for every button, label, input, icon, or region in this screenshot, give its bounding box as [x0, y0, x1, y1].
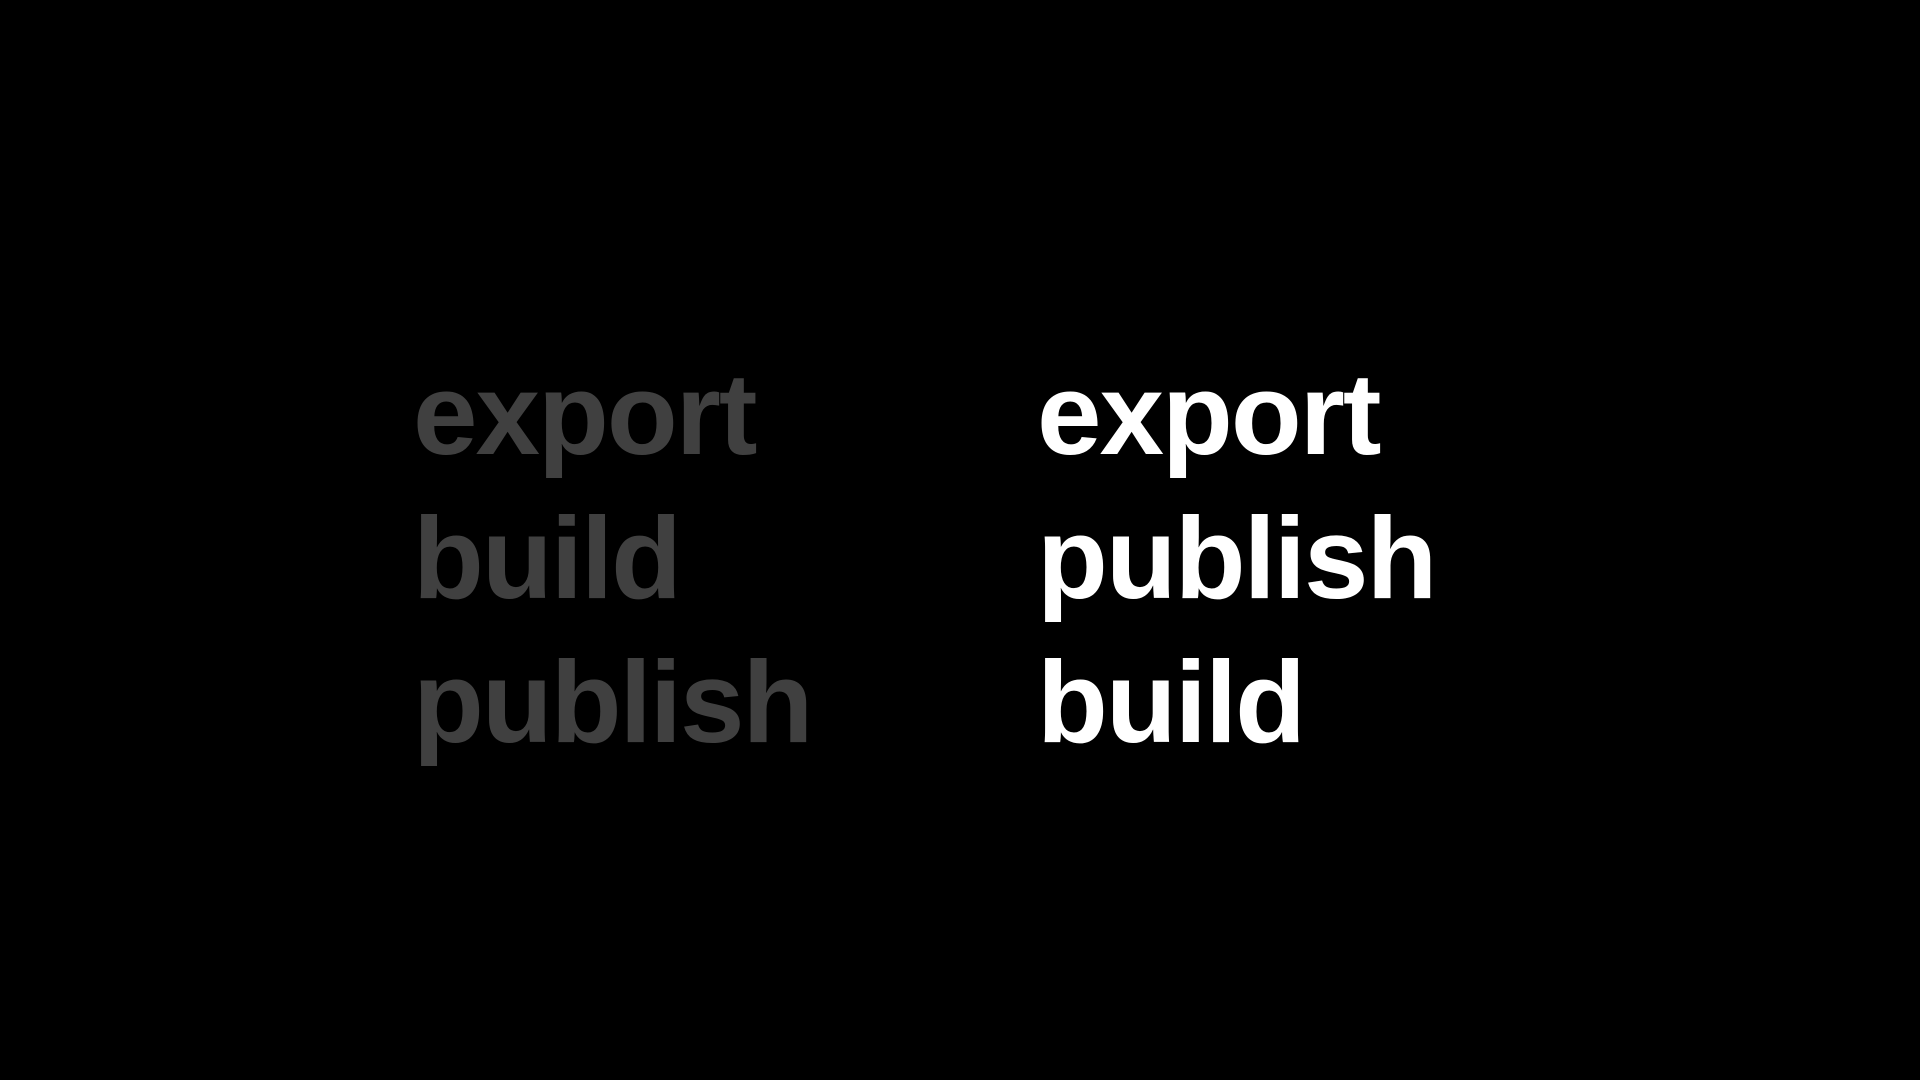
original-order-list: export build publish: [413, 342, 813, 774]
original-order-item: publish: [413, 637, 813, 767]
reordered-item: export: [1037, 349, 1382, 479]
reordered-item: publish: [1037, 493, 1437, 623]
original-order-item: export: [413, 349, 758, 479]
reordered-list: export publish build: [1037, 342, 1437, 774]
reordered-item: build: [1037, 637, 1306, 767]
original-order-item: build: [413, 493, 682, 623]
